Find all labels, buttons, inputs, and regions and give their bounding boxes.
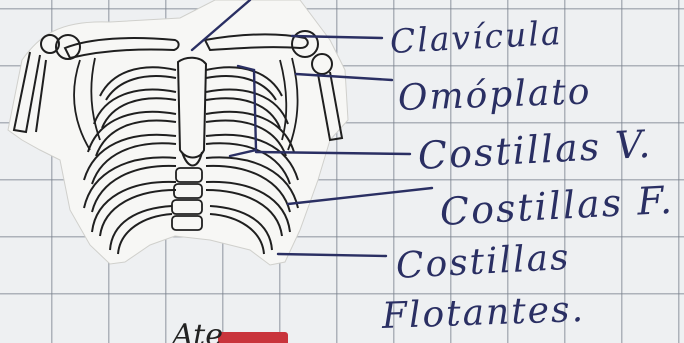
costillas-flotantes-leader-line <box>278 254 386 256</box>
bottom-partial-text: Ate <box>172 318 223 343</box>
red-tape-strip <box>218 332 288 343</box>
label-costillas-flotantes-line2: Flotantes. <box>381 289 585 337</box>
label-omoplato: Omóplato <box>397 71 592 119</box>
